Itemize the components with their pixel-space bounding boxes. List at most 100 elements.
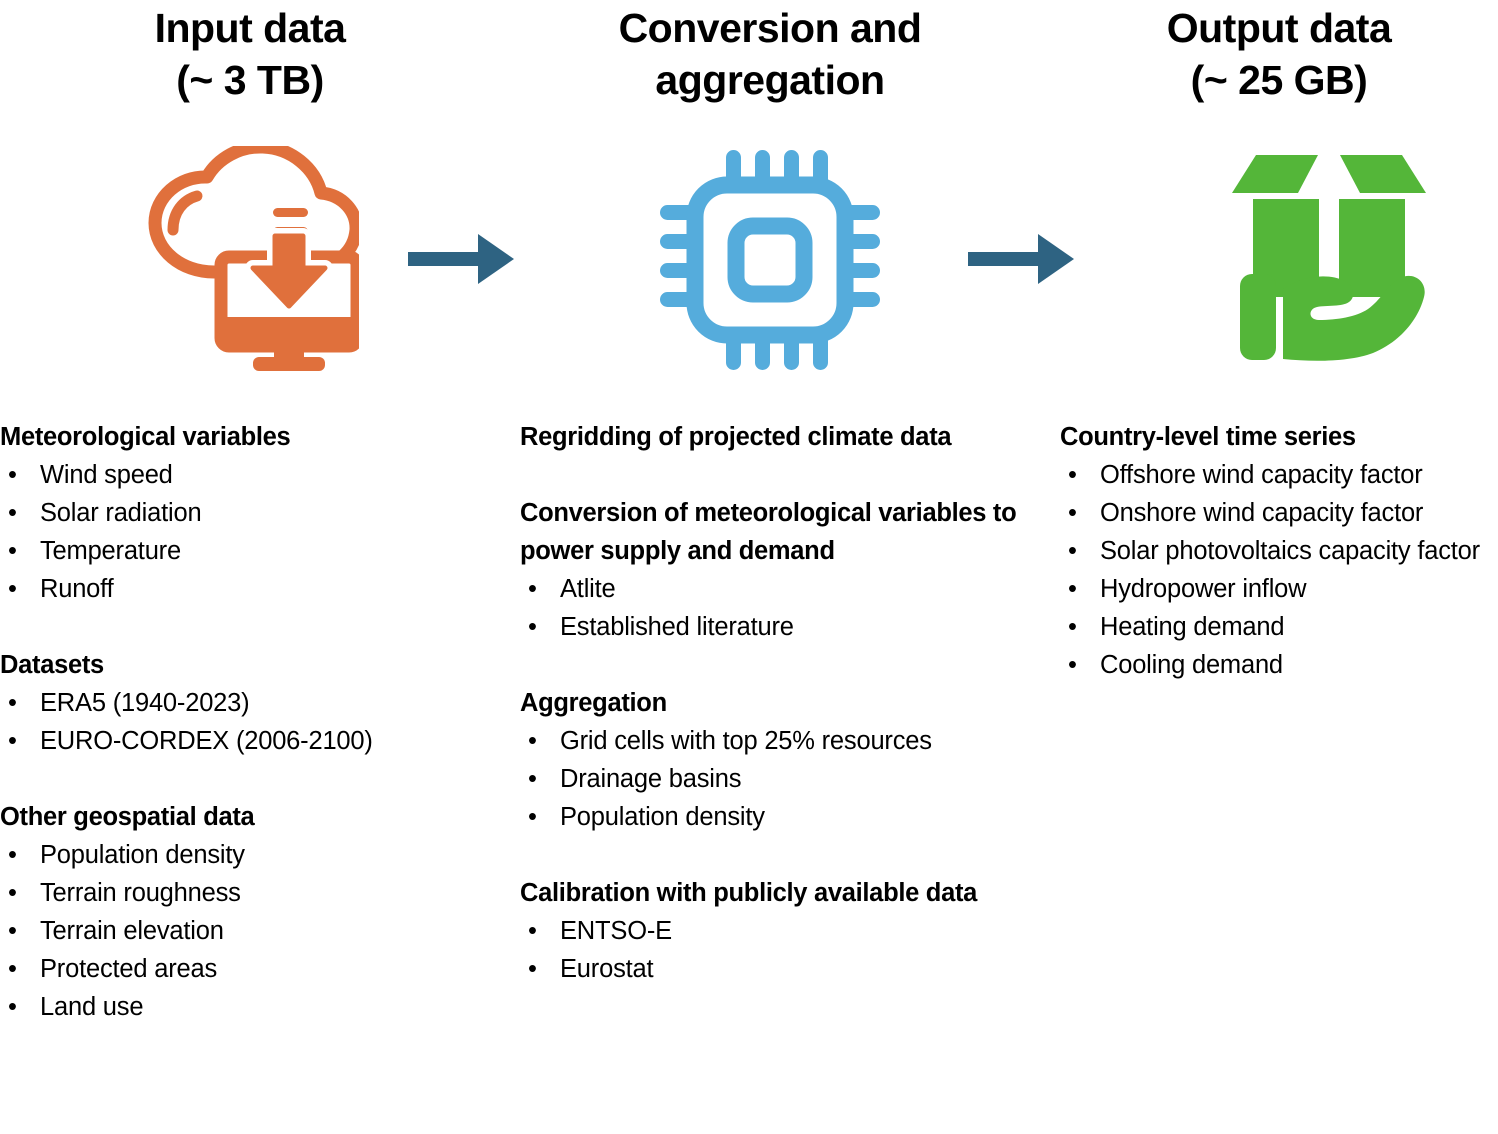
list-item: •Solar photovoltaics capacity factor [1060,532,1498,570]
list-item-label: Solar photovoltaics capacity factor [1100,537,1480,565]
list-item: • Heating demand [1060,608,1498,646]
column-output-data: Output data (~ 25 GB) [1060,0,1498,1134]
section-list: • Wind speed • Solar radiation • Temperatur… [0,456,500,608]
section-title: Regridding of projected climate data [520,423,952,451]
section-list: •ENTSO-E • Eurostat [520,912,1020,988]
list-item-label: Heating demand [1100,613,1285,641]
column-header-output-line1: Output data [1166,5,1392,51]
section-datasets: Datasets •ERA5 (1940-2023) • EURO-CORDEX … [0,646,500,760]
list-item-label: ERA5 (1940-2023) [40,689,250,717]
list-item: •Drainage basins [520,760,1020,798]
list-item-label: Eurostat [560,955,654,983]
list-item-label: Protected areas [40,955,218,983]
bullet-icon: • [528,955,537,983]
section-list: •Population density •Terrain roughness •… [0,836,500,1026]
section-title: Calibration with publicly available data [520,879,978,907]
list-item: •Terrain elevation [0,912,500,950]
list-item: • Protected areas [0,950,500,988]
list-item: • Wind speed [0,456,500,494]
section-list: • Grid cells with top 25% resources •Drai… [520,722,1020,836]
arrow-input-to-conversion-icon [408,234,514,284]
list-item: • Population density [520,798,1020,836]
conversion-sections: Regridding of projected climate data Con… [520,418,1020,988]
section-title: Other geospatial data [0,803,255,831]
column-header-input: Input data (~ 3 TB) [0,2,500,106]
list-item: • EURO-CORDEX (2006-2100) [0,722,500,760]
list-item-label: Solar radiation [40,499,202,527]
bullet-icon: • [528,575,537,603]
list-item-label: Atlite [560,575,616,603]
list-item: •Cooling demand [1060,646,1498,684]
list-item-label: Established literature [560,613,794,641]
section-title: Aggregation [520,689,667,717]
column-header-output-line2: (~ 25 GB) [1190,57,1368,103]
list-item-label: EURO-CORDEX (2006-2100) [40,727,373,755]
bullet-icon: • [8,993,17,1021]
section-meteorological-variables: Meteorological variables •Wind speed •So… [0,418,500,608]
list-item: •ERA5 (1940-2023) [0,684,500,722]
section-country-level-time-series: Country-level time series • Offshore wind… [1060,418,1498,684]
spacer [520,646,1020,684]
bullet-icon: • [8,461,17,489]
bullet-icon: • [1068,461,1077,489]
column-header-input-line2: (~ 3 TB) [176,57,324,103]
bullet-icon: • [528,727,537,755]
section-title: Conversion of meteorological variables t… [520,499,1017,565]
list-item-label: Grid cells with top 25% resources [560,727,932,755]
bullet-icon: • [1068,651,1077,679]
bullet-icon: • [8,917,17,945]
bullet-icon: • [8,499,17,527]
list-item: •Runoff [0,570,500,608]
bullet-icon: • [528,917,537,945]
bullet-icon: • [1068,575,1077,603]
list-item: • Hydropower inflow [1060,570,1498,608]
list-item: • Eurostat [520,950,1020,988]
list-item: • Offshore wind capacity factor [1060,456,1498,494]
section-regridding: Regridding of projected climate data [520,418,1020,456]
bullet-icon: • [528,613,537,641]
section-list: • Atlite • Established literature [520,570,1020,646]
list-item-label: Offshore wind capacity factor [1100,461,1423,489]
cloud-download-monitor-icon [148,146,359,371]
bullet-icon: • [528,765,537,793]
open-box-hand-icon [1232,155,1426,361]
column-header-conversion-line2: aggregation [655,57,885,103]
spacer [0,760,500,798]
section-title: Datasets [0,651,104,679]
list-item: • Terrain roughness [0,874,500,912]
list-item-label: Hydropower inflow [1100,575,1307,603]
column-input-data: Input data (~ 3 TB) [0,0,500,1134]
section-title: Country-level time series [1060,423,1356,451]
section-conversion-of-met-variables: Conversion of meteorological variables t… [520,494,1020,646]
bullet-icon: • [1068,613,1077,641]
bullet-icon: • [8,955,17,983]
list-item: • Grid cells with top 25% resources [520,722,1020,760]
section-calibration: Calibration with publicly available data… [520,874,1020,988]
cpu-chip-icon-wrap [520,136,1020,384]
list-item-label: Land use [40,993,144,1021]
list-item-label: Runoff [40,575,114,603]
bullet-icon: • [8,727,17,755]
list-item: •ENTSO-E [520,912,1020,950]
cloud-download-monitor-icon-wrap [0,136,508,384]
bullet-icon: • [8,879,17,907]
list-item-label: Temperature [40,537,181,565]
list-item-label: Onshore wind capacity factor [1100,499,1424,527]
list-item-label: Wind speed [40,461,173,489]
list-item-label: Population density [560,803,765,831]
list-item: •Onshore wind capacity factor [1060,494,1498,532]
open-box-hand-icon-wrap [1060,136,1498,384]
list-item-label: Terrain roughness [40,879,241,907]
column-header-conversion: Conversion and aggregation [520,2,1020,106]
column-header-input-line1: Input data [154,5,346,51]
section-list: •Offshore wind capacity factor •Onshore … [1060,456,1498,684]
spacer [520,456,1020,494]
list-item: • Solar radiation [0,494,500,532]
column-header-conversion-line1: Conversion and [618,5,922,51]
arrow-conversion-to-output-icon [968,234,1074,284]
bullet-icon: • [528,803,537,831]
bullet-icon: • [8,841,17,869]
section-other-geospatial-data: Other geospatial data •Population densit… [0,798,500,1026]
bullet-icon: • [8,537,17,565]
